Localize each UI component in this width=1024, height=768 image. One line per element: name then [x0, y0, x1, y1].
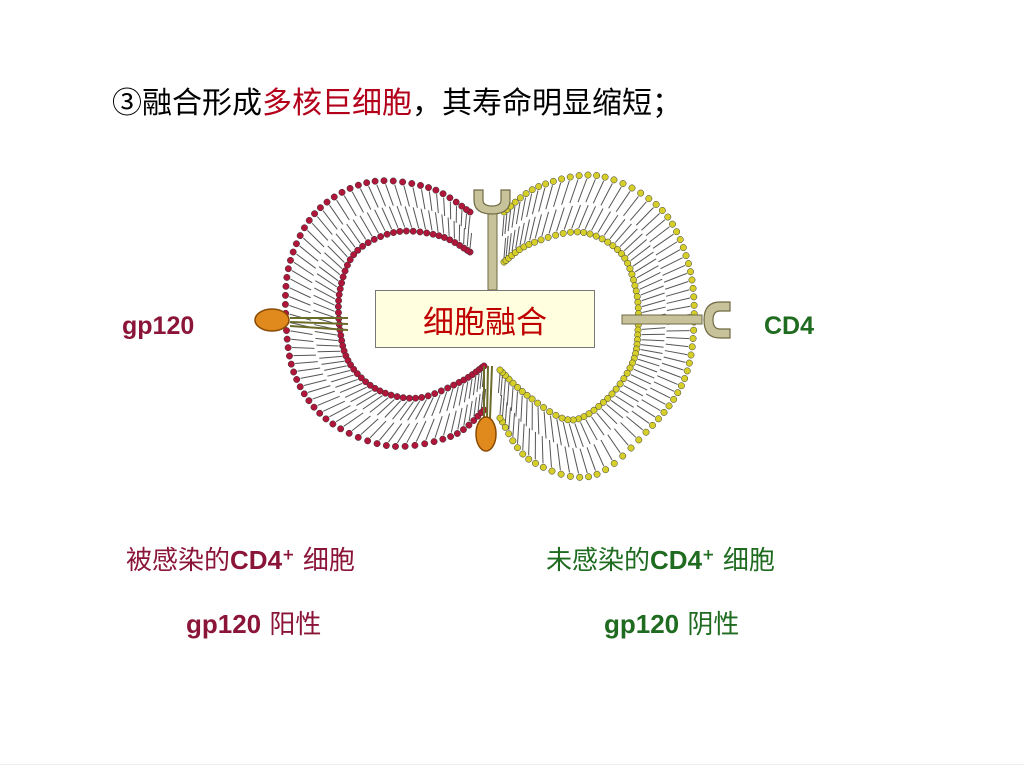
gp120-bottom — [475, 365, 497, 452]
uninfected-cell-caption: 未感染的CD4+ 细胞 — [546, 540, 775, 577]
cell-fusion-label: 细胞融合 — [423, 304, 547, 341]
infected-marker: CD4 — [230, 545, 283, 575]
infected-cell-caption: 被感染的CD4+ 细胞 — [126, 540, 355, 577]
infected-status-code: gp120 — [186, 609, 262, 639]
uninfected-status: gp120 阴性 — [604, 604, 739, 641]
gp120-label: gp120 — [122, 312, 195, 340]
uninfected-marker: CD4 — [650, 545, 703, 575]
uninfected-cell: 细胞 — [714, 546, 775, 576]
cd4-top — [473, 189, 511, 291]
footer-divider — [0, 764, 1024, 765]
slide-title: ③融合形成多核巨细胞，其寿命明显缩短； — [112, 78, 682, 122]
infected-sup: + — [282, 545, 295, 564]
title-suffix: ，其寿命明显缩短； — [412, 86, 682, 121]
cd4-label: CD4 — [764, 312, 815, 340]
uninfected-status-code: gp120 — [604, 609, 680, 639]
uninfected-status-text: 阴性 — [679, 610, 740, 640]
uninfected-sup: + — [702, 545, 715, 564]
uninfected-name: 未感染的 — [546, 546, 651, 576]
infected-status-text: 阳性 — [261, 610, 322, 640]
gp120-left — [254, 308, 349, 332]
title-highlight: 多核巨细胞 — [262, 86, 412, 121]
infected-name: 被感染的 — [126, 546, 231, 576]
cell-fusion-box: 细胞融合 — [375, 290, 595, 348]
cd4-right — [621, 301, 731, 339]
title-prefix: ③融合形成 — [112, 86, 262, 121]
infected-status: gp120 阳性 — [186, 604, 321, 641]
infected-cell: 细胞 — [294, 546, 355, 576]
